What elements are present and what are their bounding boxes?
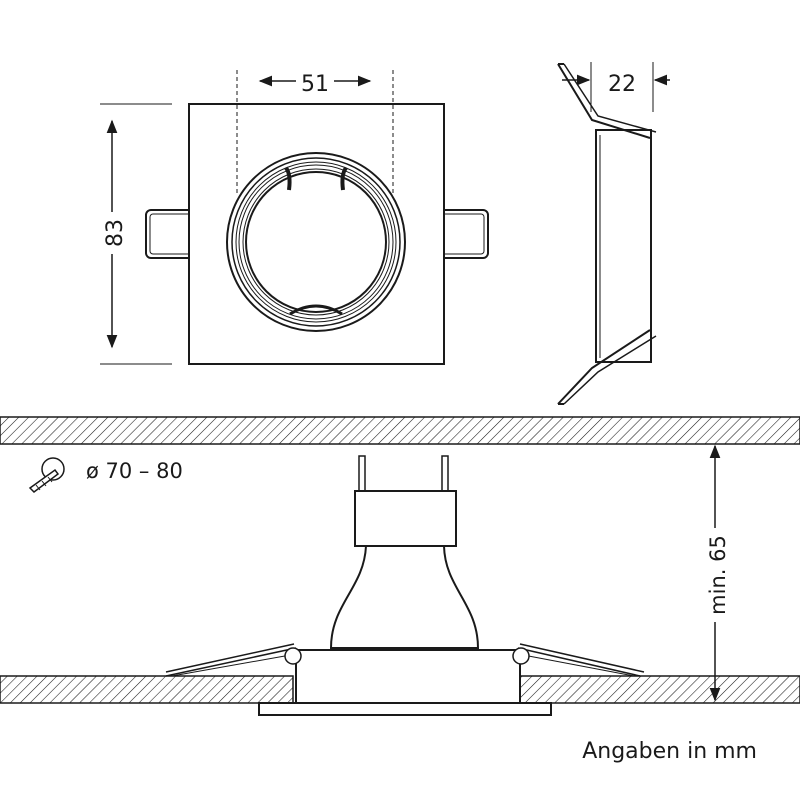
- left-clip: [145, 209, 195, 259]
- side-view: 22: [557, 62, 670, 405]
- lamp-bulb: [329, 545, 480, 649]
- ceiling-slab: [0, 416, 800, 445]
- installation-view: ø 70 – 80 min. 65: [0, 416, 800, 716]
- min-depth-label: min. 65: [706, 535, 730, 615]
- drill-icon: [28, 457, 65, 493]
- width-label: 51: [301, 72, 329, 97]
- units-note: Angaben in mm: [582, 739, 757, 764]
- lamp-ring: [226, 152, 406, 332]
- fixture-body: [295, 649, 521, 704]
- drywall-left: [0, 675, 294, 704]
- square-frame: [188, 103, 445, 365]
- drywall-right: [518, 675, 800, 704]
- depth-label: 22: [608, 72, 636, 97]
- height-label: 83: [103, 219, 128, 247]
- cutout-diameter-label: ø 70 – 80: [86, 459, 183, 483]
- fixture-flange: [258, 702, 552, 716]
- lamp-socket: [354, 455, 457, 547]
- front-view: 51 83: [99, 68, 489, 365]
- side-body: [595, 129, 652, 363]
